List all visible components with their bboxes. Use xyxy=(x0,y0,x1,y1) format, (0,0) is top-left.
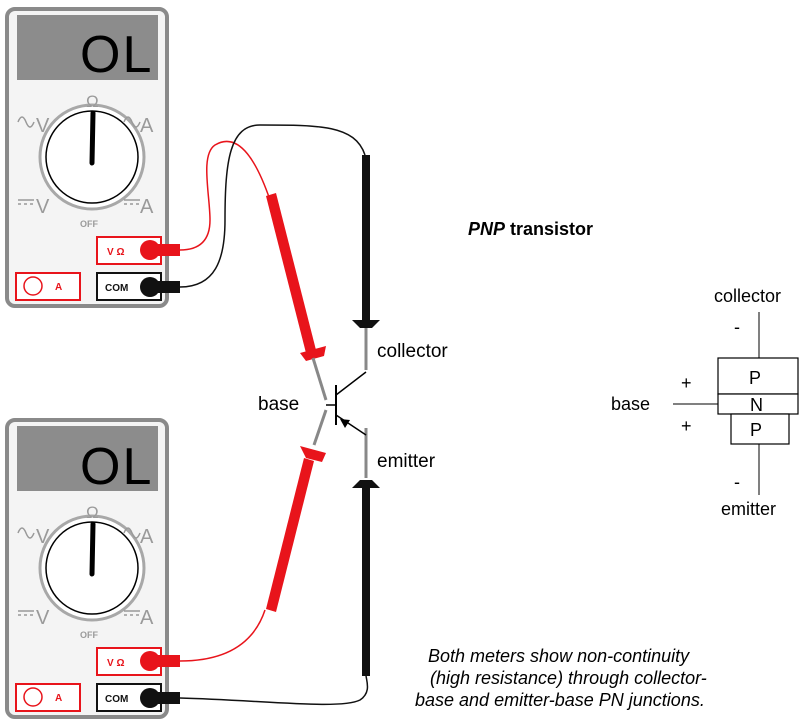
amp-jack-socket xyxy=(23,687,43,707)
title-type: PNP xyxy=(468,219,506,239)
note-line-3: base and emitter-base PN junctions. xyxy=(415,690,705,710)
multimeter-top: OL Ω V A V A OFF V Ω A COM xyxy=(5,7,180,308)
red-test-lead-wire xyxy=(179,609,266,662)
black-plug xyxy=(140,688,180,708)
p-layer-top-label: P xyxy=(749,368,761,388)
ac-volt-label: V xyxy=(36,115,50,137)
multimeter-bottom: OL Ω V A V A OFF V Ω A COM xyxy=(5,418,180,719)
collector-polarity: - xyxy=(734,317,740,337)
rotary-selector[interactable] xyxy=(38,103,146,211)
black-plug xyxy=(140,277,180,297)
red-plug xyxy=(140,240,180,260)
com-jack-label: COM xyxy=(105,283,128,294)
emitter-arrow-icon xyxy=(340,419,350,428)
n-layer-label: N xyxy=(750,395,763,415)
dc-volt-label: V xyxy=(36,196,50,218)
collector-lead xyxy=(335,371,367,396)
black-probe-collector xyxy=(352,155,380,370)
note-line-2: (high resistance) through collector- xyxy=(430,668,707,688)
dc-amp-label: A xyxy=(140,196,154,218)
dc-symbol-icon xyxy=(18,199,34,205)
base-polarity-bottom: + xyxy=(681,416,692,436)
volt-ohm-jack-label: V Ω xyxy=(107,247,124,258)
black-probe-emitter xyxy=(352,428,380,676)
selector-pointer xyxy=(89,521,96,577)
note-line-1: Both meters show non-continuity xyxy=(428,646,690,666)
p-layer-bottom xyxy=(730,413,790,445)
ohm-label: Ω xyxy=(86,503,99,522)
meter-display xyxy=(17,15,158,80)
junction-emitter-label: emitter xyxy=(721,499,776,519)
pn-junction-diagram: collector - P N P base + + - emitter xyxy=(611,286,799,519)
junction-base-label: base xyxy=(611,394,650,414)
com-jack-label: COM xyxy=(105,694,128,705)
black-test-lead-wire xyxy=(179,674,369,706)
base-polarity-top: + xyxy=(681,373,692,393)
base-label: base xyxy=(258,394,299,415)
ac-wave-icon xyxy=(123,116,141,128)
dc-symbol-icon xyxy=(18,610,34,616)
junction-collector-label: collector xyxy=(714,286,781,306)
ohm-label: Ω xyxy=(86,92,99,111)
rotary-selector[interactable] xyxy=(38,514,146,622)
amp-jack-socket xyxy=(23,276,43,296)
off-label: OFF xyxy=(80,630,98,640)
red-probe-base-top xyxy=(266,193,328,401)
dc-amp-label: A xyxy=(140,607,154,629)
ac-amp-label: A xyxy=(140,115,154,137)
emitter-polarity: - xyxy=(734,472,740,492)
amp-jack[interactable] xyxy=(15,272,81,301)
dc-symbol-icon xyxy=(124,610,140,616)
ac-wave-icon xyxy=(123,527,141,539)
selector-pointer xyxy=(89,110,96,166)
dc-symbol-icon xyxy=(124,199,140,205)
amp-jack[interactable] xyxy=(15,683,81,712)
ac-wave-icon xyxy=(17,116,35,128)
black-test-lead-wire xyxy=(179,124,366,288)
meter-display xyxy=(17,426,158,491)
emitter-lead xyxy=(335,414,367,436)
emitter-label: emitter xyxy=(377,451,436,472)
volt-ohm-jack-label: V Ω xyxy=(107,658,124,669)
diagram-title: PNP transistor xyxy=(468,219,593,239)
meter-display-text: OL xyxy=(80,438,153,496)
ac-amp-label: A xyxy=(140,526,154,548)
ac-volt-label: V xyxy=(36,526,50,548)
red-test-lead-wire xyxy=(179,140,271,251)
ac-wave-icon xyxy=(17,527,35,539)
p-layer-bottom-label: P xyxy=(750,420,762,440)
red-probe-base-bottom xyxy=(266,409,328,612)
title-rest: transistor xyxy=(505,219,593,239)
red-plug xyxy=(140,651,180,671)
p-layer-top xyxy=(717,357,799,395)
off-label: OFF xyxy=(80,219,98,229)
amp-jack-label: A xyxy=(55,282,62,293)
pnp-transistor-symbol xyxy=(326,371,367,436)
amp-jack-label: A xyxy=(55,693,62,704)
collector-label: collector xyxy=(377,341,448,362)
meter-display-text: OL xyxy=(80,26,153,84)
dc-volt-label: V xyxy=(36,607,50,629)
